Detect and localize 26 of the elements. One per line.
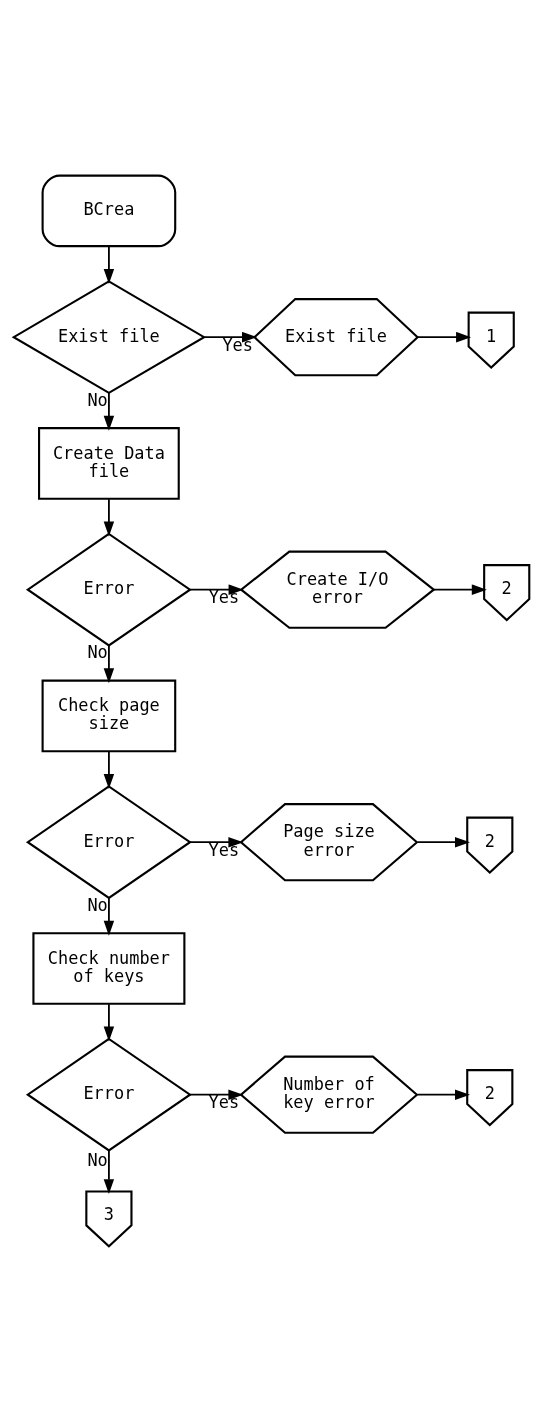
arrow — [189, 836, 244, 848]
edge-label: Yes — [208, 1092, 240, 1113]
arrow — [103, 1149, 115, 1195]
node-box: Check page size — [41, 679, 177, 753]
arrow — [189, 1089, 244, 1100]
edge-label: Yes — [222, 334, 253, 355]
arrow — [103, 644, 115, 684]
arrow — [416, 836, 470, 848]
arrow — [103, 392, 115, 431]
arrow — [416, 1089, 470, 1100]
arrow — [433, 584, 487, 595]
node-box: Check number of keys — [32, 932, 186, 1005]
arrow — [103, 245, 115, 284]
arrow — [203, 331, 257, 343]
arrow — [416, 331, 472, 343]
edge-label: Yes — [208, 839, 240, 860]
node-diamond: Error — [25, 1037, 192, 1152]
edge-label: No — [87, 1149, 108, 1170]
node-box: Create Data file — [38, 427, 180, 500]
edge-label: Yes — [208, 587, 240, 608]
arrow — [103, 750, 115, 789]
arrow — [103, 1003, 115, 1042]
node-box: BCrea — [41, 174, 177, 248]
arrow — [189, 584, 244, 595]
arrow — [103, 897, 115, 936]
arrow — [103, 498, 115, 537]
